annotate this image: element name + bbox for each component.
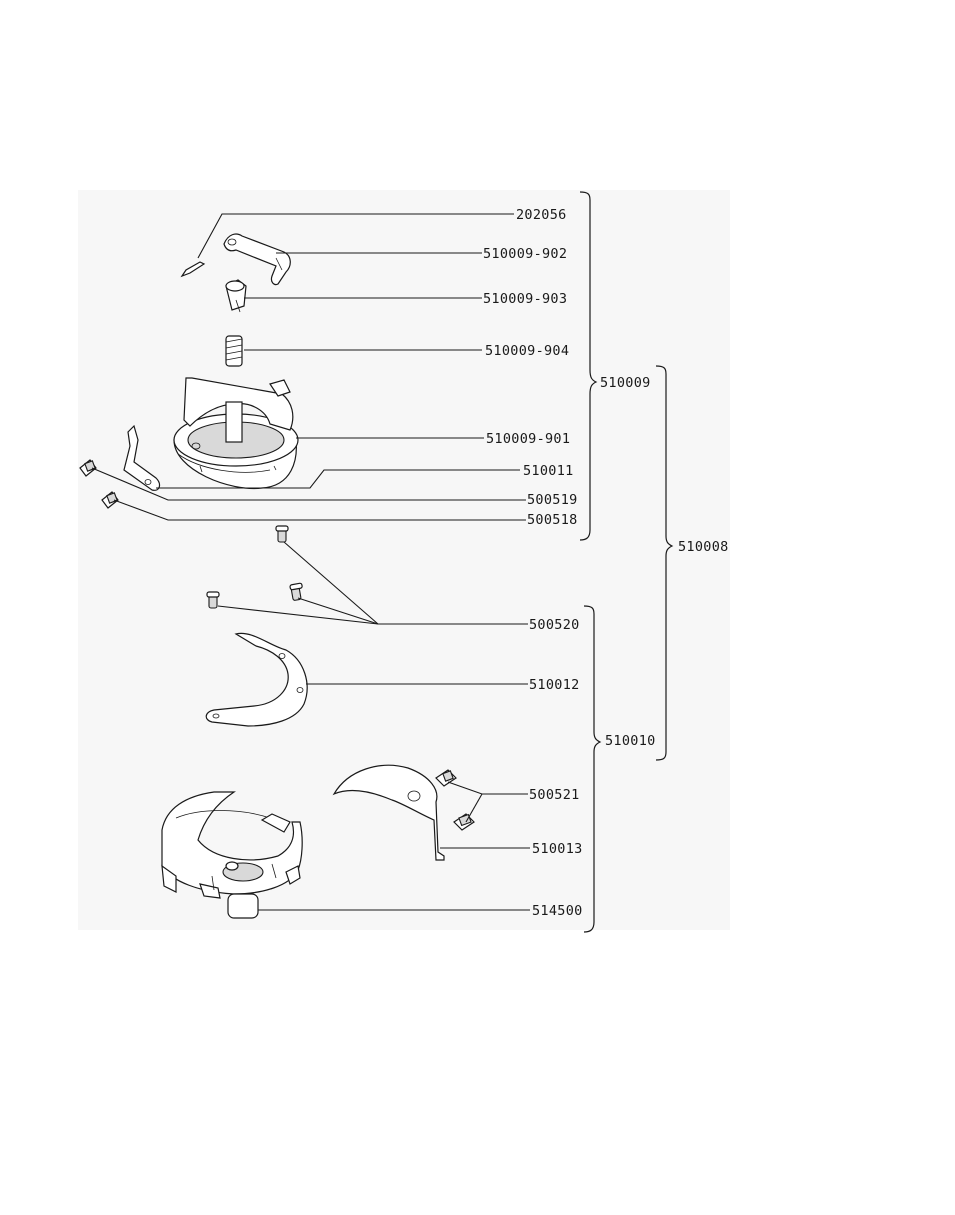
part-510011-tension-spring — [124, 426, 159, 490]
part-510009-904-spring — [226, 336, 242, 366]
label-510009-901: 510009-901 — [486, 431, 570, 447]
part-510009-902-latch-lever — [224, 234, 290, 284]
part-500520-screws — [207, 526, 302, 608]
part-510009-901-bobbin-case — [174, 378, 298, 488]
bracket-510010 — [584, 606, 600, 932]
bracket-510009 — [580, 192, 596, 540]
label-510012: 510012 — [529, 677, 580, 693]
label-510009-902: 510009-902 — [483, 246, 567, 262]
part-202056-wire — [182, 262, 204, 276]
label-514500: 514500 — [532, 903, 583, 919]
label-500519: 500519 — [527, 492, 578, 508]
label-510009-904: 510009-904 — [485, 343, 569, 359]
label-510013: 510013 — [532, 841, 583, 857]
group-label-510009: 510009 — [600, 375, 651, 391]
part-500518-screw — [102, 492, 118, 508]
part-500521-screws — [436, 770, 474, 830]
group-label-510010: 510010 — [605, 733, 656, 749]
leader-lines — [92, 214, 530, 910]
label-510009-903: 510009-903 — [483, 291, 567, 307]
label-510011: 510011 — [523, 463, 574, 479]
part-510013-needle-guard — [334, 765, 444, 860]
part-514500-rotary-hook — [162, 792, 302, 918]
part-510012-gib-ring — [206, 633, 307, 726]
part-510009-903-plunger — [226, 280, 246, 312]
label-500521: 500521 — [529, 787, 580, 803]
part-500519-screw — [80, 460, 96, 476]
label-500520: 500520 — [529, 617, 580, 633]
bracket-510008 — [656, 366, 672, 760]
label-500518: 500518 — [527, 512, 578, 528]
label-202056: 202056 — [516, 207, 567, 223]
group-label-510008: 510008 — [678, 539, 729, 555]
